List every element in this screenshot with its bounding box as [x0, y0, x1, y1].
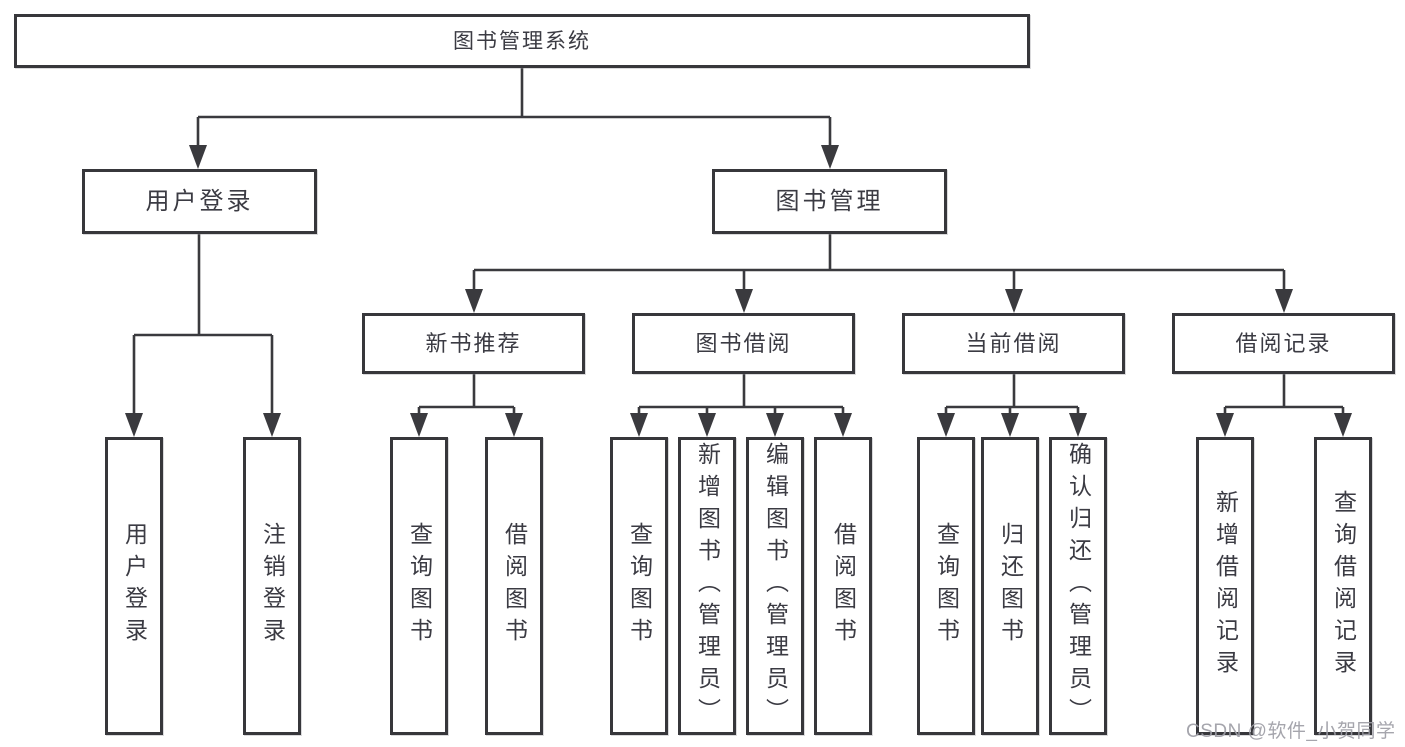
arrowhead-icon — [698, 413, 716, 437]
connectors-borrowing-records — [1216, 374, 1352, 437]
connectors-user-login — [125, 234, 281, 437]
node-current-borrowing-label: 当前借阅 — [965, 330, 1062, 356]
arrowhead-icon — [630, 413, 648, 437]
node-current-borrowing: 当前借阅 — [902, 313, 1125, 374]
arrowhead-icon — [937, 413, 955, 437]
node-leaf-query-books-borrowing: 查询图书 — [610, 437, 668, 735]
node-leaf-user-login: 用户登录 — [105, 437, 163, 735]
arrowhead-icon — [834, 413, 852, 437]
node-leaf-confirm-return-admin-label: 确认归还（管理员） — [1065, 442, 1092, 730]
arrowhead-icon — [263, 413, 281, 437]
node-leaf-borrow-books-newrec-label: 借阅图书 — [501, 522, 528, 650]
node-leaf-query-books-current: 查询图书 — [917, 437, 975, 735]
node-borrowing-records-label: 借阅记录 — [1235, 330, 1332, 356]
node-book-borrowing: 图书借阅 — [632, 313, 855, 374]
node-leaf-query-borrow-record-label: 查询借阅记录 — [1330, 490, 1357, 682]
node-leaf-query-books-newrec-label: 查询图书 — [406, 522, 433, 650]
arrowhead-icon — [410, 413, 428, 437]
connectors-current-borrowing — [937, 374, 1087, 437]
node-leaf-add-borrow-record-label: 新增借阅记录 — [1212, 490, 1239, 682]
node-leaf-borrow-books-borrowing-label: 借阅图书 — [830, 522, 857, 650]
node-leaf-logout: 注销登录 — [243, 437, 301, 735]
connectors-book-borrowing — [630, 374, 852, 437]
node-root-label: 图书管理系统 — [453, 29, 591, 53]
arrowhead-icon — [1216, 413, 1234, 437]
node-leaf-edit-books-admin-label: 编辑图书（管理员） — [762, 442, 789, 730]
arrowhead-icon — [125, 413, 143, 437]
node-borrowing-records: 借阅记录 — [1172, 313, 1395, 374]
node-leaf-query-borrow-record: 查询借阅记录 — [1314, 437, 1372, 735]
node-leaf-edit-books-admin: 编辑图书（管理员） — [746, 437, 804, 735]
node-leaf-borrow-books-borrowing: 借阅图书 — [814, 437, 872, 735]
arrowhead-icon — [766, 413, 784, 437]
arrowhead-icon — [1334, 413, 1352, 437]
node-leaf-add-borrow-record: 新增借阅记录 — [1196, 437, 1254, 735]
arrowhead-icon — [1005, 289, 1023, 313]
connectors-new-book-recommend — [410, 374, 523, 437]
arrowhead-icon — [1001, 413, 1019, 437]
node-leaf-return-books: 归还图书 — [981, 437, 1039, 735]
arrowhead-icon — [1275, 289, 1293, 313]
arrowhead-icon — [465, 289, 483, 313]
node-leaf-query-books-newrec: 查询图书 — [390, 437, 448, 735]
arrowhead-icon — [821, 145, 839, 169]
connectors-root — [189, 68, 839, 169]
connectors-book-management — [465, 234, 1293, 313]
arrowhead-icon — [1069, 413, 1087, 437]
arrowhead-icon — [189, 145, 207, 169]
node-book-borrowing-label: 图书借阅 — [695, 330, 792, 356]
node-leaf-add-books-admin-label: 新增图书（管理员） — [694, 442, 721, 730]
node-leaf-add-books-admin: 新增图书（管理员） — [678, 437, 736, 735]
arrowhead-icon — [505, 413, 523, 437]
node-new-book-recommend-label: 新书推荐 — [425, 330, 522, 356]
node-leaf-user-login-label: 用户登录 — [121, 522, 148, 650]
node-book-management-label: 图书管理 — [775, 187, 884, 215]
node-leaf-query-books-borrowing-label: 查询图书 — [626, 522, 653, 650]
watermark: CSDN @软件_小贺同学 — [1186, 721, 1396, 742]
node-leaf-confirm-return-admin: 确认归还（管理员） — [1049, 437, 1107, 735]
node-user-login: 用户登录 — [82, 169, 317, 234]
node-user-login-label: 用户登录 — [145, 187, 254, 215]
node-leaf-borrow-books-newrec: 借阅图书 — [485, 437, 543, 735]
node-root: 图书管理系统 — [14, 14, 1030, 68]
node-new-book-recommend: 新书推荐 — [362, 313, 585, 374]
node-leaf-return-books-label: 归还图书 — [997, 522, 1024, 650]
node-leaf-logout-label: 注销登录 — [259, 522, 286, 650]
node-book-management: 图书管理 — [712, 169, 947, 234]
arrowhead-icon — [735, 289, 753, 313]
node-leaf-query-books-current-label: 查询图书 — [933, 522, 960, 650]
